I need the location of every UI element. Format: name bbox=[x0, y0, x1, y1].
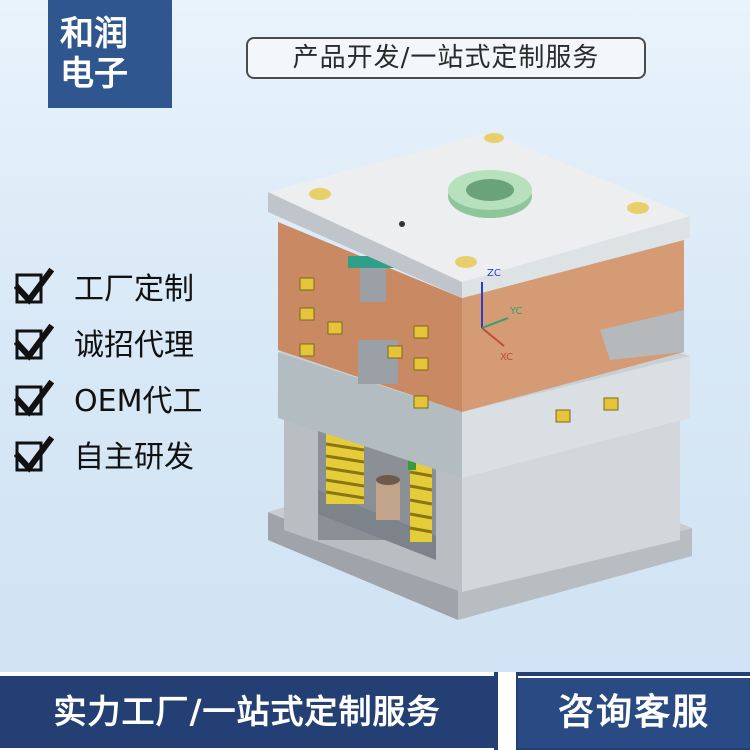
feature-label: 诚招代理 bbox=[74, 328, 194, 363]
checkmark-icon bbox=[14, 267, 54, 305]
checkmark-icon bbox=[14, 435, 54, 473]
tagline-box: 产品开发/一站式定制服务 bbox=[246, 37, 646, 79]
mold-render-image: ZC YC XC bbox=[268, 132, 692, 620]
axis-label-xc: XC bbox=[500, 352, 513, 363]
feature-label: 工厂定制 bbox=[74, 272, 194, 307]
checkmark-icon bbox=[14, 323, 54, 361]
feature-item: 工厂定制 bbox=[14, 258, 202, 314]
axis-label-zc: ZC bbox=[487, 268, 501, 279]
brand-logo: 和润 电子 bbox=[48, 0, 172, 108]
feature-item: OEM代工 bbox=[14, 370, 202, 426]
checkmark-icon bbox=[14, 379, 54, 417]
feature-label: 自主研发 bbox=[74, 440, 194, 475]
brand-line-2: 电子 bbox=[60, 54, 128, 94]
feature-item: 自主研发 bbox=[14, 426, 202, 482]
divider bbox=[498, 672, 516, 750]
feature-item: 诚招代理 bbox=[14, 314, 202, 370]
feature-label: OEM代工 bbox=[74, 384, 203, 419]
bottom-slogan: 实力工厂/一站式定制服务 bbox=[0, 672, 494, 750]
axis-label-yc: YC bbox=[509, 306, 523, 317]
feature-list: 工厂定制 诚招代理 OEM代工 自主研发 bbox=[14, 258, 202, 482]
contact-service-button[interactable]: 咨询客服 bbox=[518, 676, 750, 748]
brand-line-1: 和润 bbox=[60, 14, 128, 54]
